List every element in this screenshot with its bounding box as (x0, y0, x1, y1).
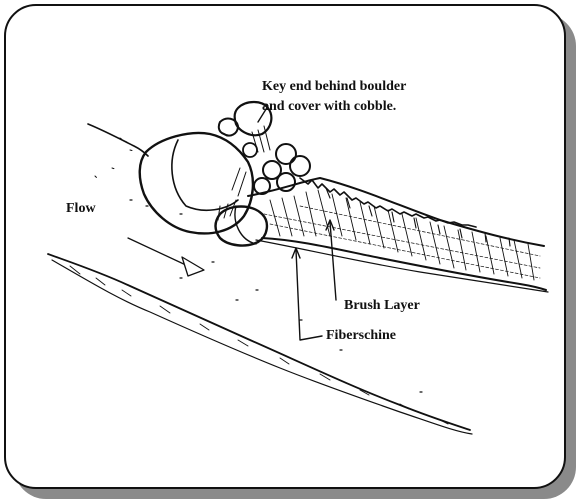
brush-layer-edge (300, 178, 476, 227)
brush-layer-label: Brush Layer (344, 298, 420, 314)
large-boulder (140, 133, 253, 233)
upper-bank-line (88, 124, 148, 156)
fiberschine-label: Fiberschine (326, 328, 396, 344)
brush-leader (330, 222, 336, 300)
water-boulder (216, 207, 267, 246)
flow-label: Flow (66, 201, 96, 217)
fiberschine-bottom (262, 238, 546, 290)
fiber-leader (296, 250, 322, 340)
cobble-6 (243, 143, 257, 157)
note-line-1: Key end behind boulder (262, 77, 406, 97)
fiberschine-crosshatch-2 (264, 206, 540, 278)
bank-texture (95, 138, 134, 178)
cobble-2 (290, 156, 310, 176)
flow-arrow-shaft (128, 238, 188, 266)
cobble-1 (276, 144, 296, 164)
lower-bank-top (48, 254, 470, 430)
note-line-2: and cover with cobble. (262, 97, 406, 117)
lower-bank-hatch (70, 266, 448, 424)
large-boulder-face (172, 140, 238, 210)
top-boulder-left (219, 119, 238, 136)
note-label: Key end behind boulder and cover with co… (262, 77, 406, 117)
bank-dots (130, 200, 422, 392)
bank-under-roll (256, 240, 548, 292)
flow-arrow-head (182, 257, 204, 276)
